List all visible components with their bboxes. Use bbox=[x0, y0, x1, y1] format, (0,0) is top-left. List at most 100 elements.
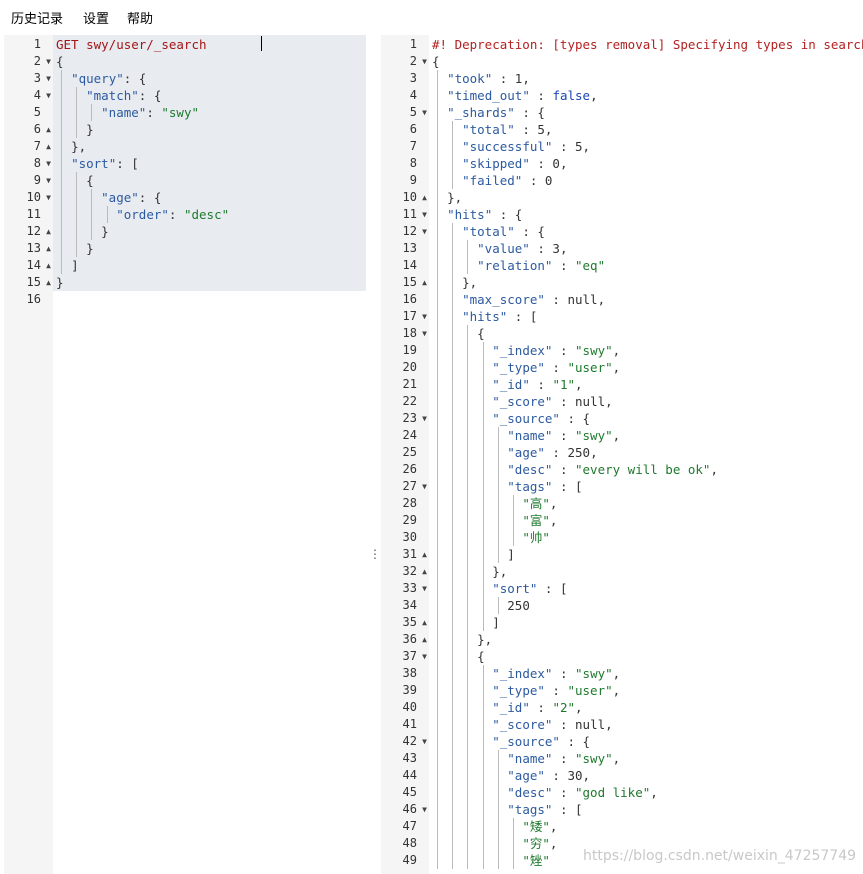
line-number: 31▲ bbox=[381, 546, 429, 563]
code-token-punct: { bbox=[56, 54, 64, 69]
code-token-punct: , bbox=[605, 394, 613, 409]
fold-collapse-icon[interactable]: ▼ bbox=[422, 108, 427, 117]
pane-resizer[interactable]: ⋮ bbox=[366, 35, 381, 874]
code-token-punct: , bbox=[522, 71, 530, 86]
fold-collapse-icon[interactable]: ▼ bbox=[46, 193, 51, 202]
code-indent bbox=[432, 241, 477, 256]
fold-collapse-icon[interactable]: ▼ bbox=[46, 57, 51, 66]
code-indent bbox=[56, 139, 71, 154]
fold-collapse-icon[interactable]: ▼ bbox=[422, 482, 427, 491]
fold-end-icon[interactable]: ▲ bbox=[422, 550, 427, 559]
code-indent bbox=[432, 326, 477, 341]
code-line: ] bbox=[432, 614, 500, 631]
line-number-text: 47 bbox=[402, 819, 417, 833]
line-number-text: 30 bbox=[402, 530, 417, 544]
code-token-punct: , bbox=[612, 683, 621, 698]
code-token-punct: , bbox=[549, 836, 558, 851]
fold-end-icon[interactable]: ▲ bbox=[46, 142, 51, 151]
line-number-text: 41 bbox=[402, 717, 417, 731]
code-line: "name" : "swy", bbox=[432, 750, 620, 767]
code-token-num: 5 bbox=[575, 139, 583, 154]
code-token-num: 30 bbox=[567, 768, 583, 783]
line-number: 15▲ bbox=[4, 274, 53, 291]
response-code[interactable]: #! Deprecation: [types removal] Specifyi… bbox=[429, 35, 863, 874]
request-code[interactable]: GET swy/user/_search{ "query": { "match"… bbox=[53, 35, 366, 874]
menu-history[interactable]: 历史记录 bbox=[11, 12, 64, 27]
fold-collapse-icon[interactable]: ▼ bbox=[422, 57, 427, 66]
fold-end-icon[interactable]: ▲ bbox=[46, 244, 51, 253]
line-number-text: 6 bbox=[33, 122, 41, 136]
line-number-text: 8 bbox=[409, 156, 417, 170]
code-indent bbox=[432, 207, 447, 222]
fold-end-icon[interactable]: ▲ bbox=[422, 635, 427, 644]
fold-end-icon[interactable]: ▲ bbox=[422, 567, 427, 576]
code-line: "_id" : "2", bbox=[432, 699, 583, 716]
line-number-text: 48 bbox=[402, 836, 417, 850]
code-indent bbox=[432, 853, 522, 868]
code-token-punct: : bbox=[552, 343, 576, 358]
line-number-text: 38 bbox=[402, 666, 417, 680]
code-token-punct: } bbox=[56, 275, 64, 290]
fold-collapse-icon[interactable]: ▼ bbox=[422, 414, 427, 423]
line-number-text: 37 bbox=[402, 649, 417, 663]
code-indent bbox=[56, 258, 71, 273]
code-line: GET swy/user/_search bbox=[56, 36, 207, 53]
code-token-punct: : { bbox=[492, 207, 523, 222]
code-token-punct: , bbox=[549, 513, 558, 528]
indent-guide bbox=[61, 70, 62, 274]
code-token-key: "took" bbox=[447, 71, 493, 86]
fold-end-icon[interactable]: ▲ bbox=[422, 278, 427, 287]
fold-collapse-icon[interactable]: ▼ bbox=[422, 210, 427, 219]
fold-collapse-icon[interactable]: ▼ bbox=[46, 91, 51, 100]
fold-collapse-icon[interactable]: ▼ bbox=[422, 805, 427, 814]
indent-guide bbox=[76, 172, 78, 257]
code-indent bbox=[432, 88, 447, 103]
fold-end-icon[interactable]: ▲ bbox=[422, 193, 427, 202]
line-number-text: 42 bbox=[402, 734, 417, 748]
fold-end-icon[interactable]: ▲ bbox=[46, 261, 51, 270]
line-number: 16 bbox=[381, 291, 429, 308]
request-active-highlight bbox=[53, 35, 366, 291]
line-number: 3▼ bbox=[4, 70, 53, 87]
line-number-text: 9 bbox=[409, 173, 417, 187]
code-indent bbox=[432, 258, 477, 273]
code-token-punct: : { bbox=[123, 71, 147, 86]
code-token-str: "2" bbox=[552, 700, 576, 715]
line-number: 24 bbox=[381, 427, 429, 444]
code-token-key: "total" bbox=[462, 224, 515, 239]
code-line: }, bbox=[432, 563, 507, 580]
fold-end-icon[interactable]: ▲ bbox=[46, 125, 51, 134]
fold-collapse-icon[interactable]: ▼ bbox=[422, 312, 427, 321]
fold-collapse-icon[interactable]: ▼ bbox=[422, 652, 427, 661]
fold-collapse-icon[interactable]: ▼ bbox=[422, 329, 427, 338]
code-token-punct: ] bbox=[492, 615, 500, 630]
menu-settings[interactable]: 设置 bbox=[83, 12, 110, 27]
line-number: 10▼ bbox=[4, 189, 53, 206]
line-number: 28 bbox=[381, 495, 429, 512]
fold-end-icon[interactable]: ▲ bbox=[422, 618, 427, 627]
code-line: "_id" : "1", bbox=[432, 376, 582, 393]
fold-collapse-icon[interactable]: ▼ bbox=[46, 176, 51, 185]
fold-end-icon[interactable]: ▲ bbox=[46, 227, 51, 236]
line-number: 5▼ bbox=[381, 104, 429, 121]
fold-collapse-icon[interactable]: ▼ bbox=[422, 584, 427, 593]
code-token-punct: }, bbox=[462, 275, 478, 290]
code-token-punct: , bbox=[575, 700, 583, 715]
line-number-text: 18 bbox=[402, 326, 417, 340]
fold-end-icon[interactable]: ▲ bbox=[46, 278, 51, 287]
fold-collapse-icon[interactable]: ▼ bbox=[46, 159, 51, 168]
line-number-text: 33 bbox=[402, 581, 417, 595]
fold-collapse-icon[interactable]: ▼ bbox=[46, 74, 51, 83]
line-number-text: 7 bbox=[33, 139, 41, 153]
code-line: }, bbox=[432, 189, 462, 206]
line-number-text: 24 bbox=[402, 428, 417, 442]
code-line: "age": { bbox=[56, 189, 161, 206]
menu-help[interactable]: 帮助 bbox=[127, 12, 154, 27]
fold-collapse-icon[interactable]: ▼ bbox=[422, 737, 427, 746]
menu-bar: 历史记录 设置 帮助 bbox=[0, 0, 863, 34]
fold-collapse-icon[interactable]: ▼ bbox=[422, 227, 427, 236]
line-number-text: 11 bbox=[26, 207, 41, 221]
line-number-text: 12 bbox=[26, 224, 41, 238]
